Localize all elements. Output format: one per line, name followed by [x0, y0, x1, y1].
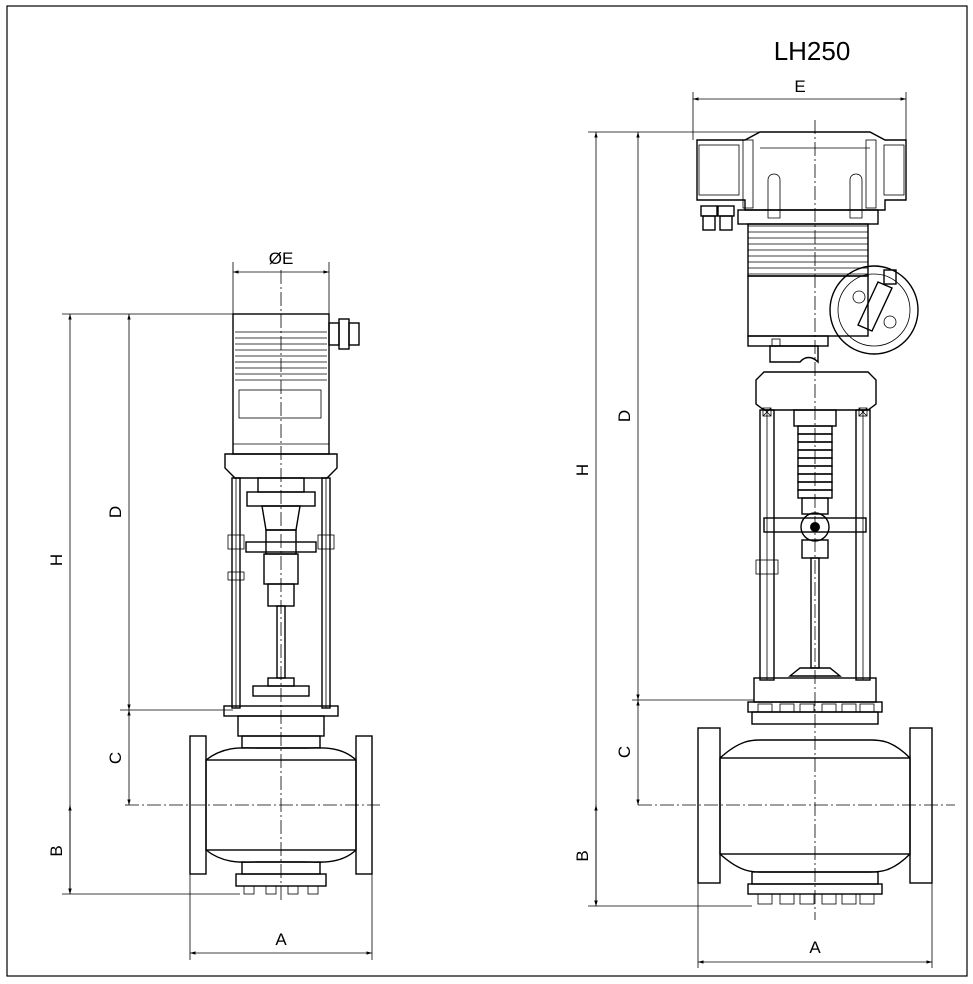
right-dim-label-d: D	[615, 410, 634, 422]
right-handwheel	[829, 265, 919, 355]
left-dim-label-h: H	[47, 554, 66, 566]
left-valve-assembly: ØE H D C B A	[47, 249, 380, 960]
left-dim-label-c: C	[106, 752, 125, 764]
left-valve-body	[189, 735, 373, 895]
right-cable-glands	[700, 205, 735, 231]
left-dim-label-e: ØE	[269, 249, 294, 268]
left-dim-label-d: D	[106, 506, 125, 518]
right-valve-body	[697, 727, 933, 905]
right-dim-label-b: B	[573, 850, 592, 861]
right-yoke	[755, 371, 877, 681]
model-title: LH250	[774, 36, 851, 66]
left-stem-coupling	[245, 477, 317, 697]
right-valve-assembly: E H D C B A	[573, 77, 955, 968]
right-actuator-housing	[696, 131, 919, 364]
left-dim-label-b: B	[47, 845, 66, 856]
drawing-border	[6, 5, 968, 977]
left-dim-label-a: A	[275, 930, 287, 949]
right-dim-label-e: E	[794, 77, 805, 96]
left-cable-gland	[328, 318, 360, 350]
right-dim-label-a: A	[809, 938, 821, 957]
right-dim-label-c: C	[615, 746, 634, 758]
right-bonnet	[747, 677, 883, 725]
right-dim-label-h: H	[573, 464, 592, 476]
